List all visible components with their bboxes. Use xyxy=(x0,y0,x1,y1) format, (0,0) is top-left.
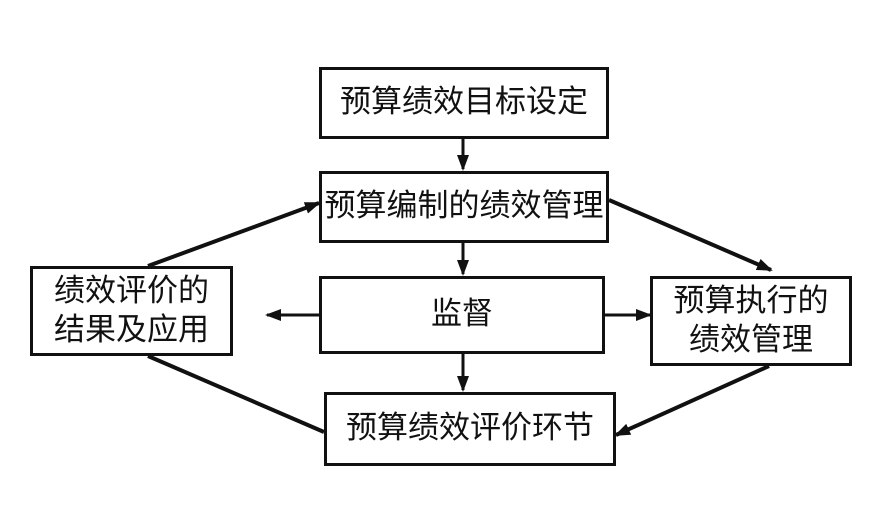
evaluation-result-line-2: 结果及应用 xyxy=(54,312,209,348)
budget-execution-line-1: 预算执行的 xyxy=(673,283,829,320)
budget-execution-box: 预算执行的 绩效管理 xyxy=(650,276,852,366)
arrow-compilation-to-budget-execution xyxy=(608,198,773,272)
arrow-budget-execution-to-evaluation-stage xyxy=(614,364,770,437)
evaluation-stage-box: 预算绩效评价环节 xyxy=(324,392,616,466)
arrow-evaluation-result-to-compilation xyxy=(147,201,321,268)
evaluation-stage-label: 预算绩效评价环节 xyxy=(346,410,594,447)
evaluation-result-line-1: 绩效评价的 xyxy=(54,273,209,310)
line-evaluation-stage-to-evaluation-result xyxy=(147,354,325,434)
supervision-box: 监督 xyxy=(319,276,605,354)
evaluation-result-box: 绩效评价的 结果及应用 xyxy=(30,266,233,356)
budget-compilation-box: 预算编制的绩效管理 xyxy=(319,171,609,243)
goal-setting-box: 预算绩效目标设定 xyxy=(319,67,609,139)
supervision-label: 监督 xyxy=(431,296,493,333)
goal-setting-label: 预算绩效目标设定 xyxy=(340,84,588,121)
budget-compilation-label: 预算编制的绩效管理 xyxy=(324,188,604,225)
budget-execution-line-2: 绩效管理 xyxy=(689,322,813,358)
